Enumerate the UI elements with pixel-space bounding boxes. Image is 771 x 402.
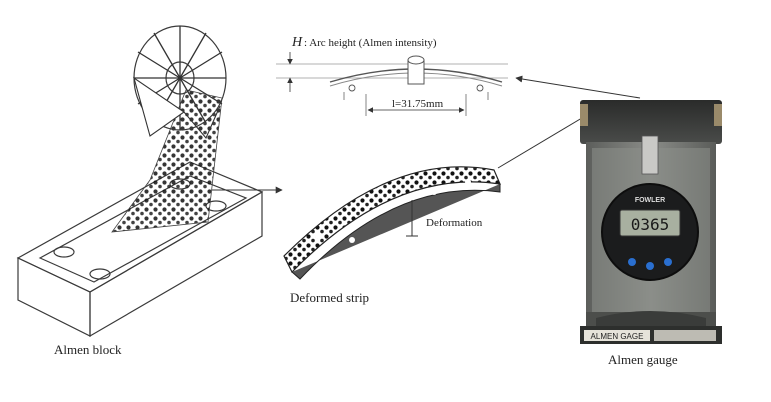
arc-height-label: : Arc height (Almen intensity)	[304, 37, 437, 49]
almen-gauge-label: Almen gauge	[608, 352, 678, 367]
almen-gauge: FOWLER 0365 ALMEN GAGE	[580, 100, 722, 344]
gauge-brand-label: FOWLER	[635, 197, 665, 204]
deformation-label: Deformation	[426, 217, 483, 229]
deformed-strip-label: Deformed strip	[290, 290, 369, 305]
arc-height-schematic: H : Arc height (Almen intensity) l=31.75…	[276, 35, 508, 116]
gauge-button-left	[628, 258, 636, 266]
gauge-display	[619, 209, 681, 237]
almen-block	[16, 161, 264, 338]
deformation-marker: Deformation	[406, 200, 483, 237]
length-label: l=31.75mm	[392, 98, 444, 110]
gauge-button-right	[664, 258, 672, 266]
arc-height-symbol: H	[291, 35, 303, 50]
arrow-strip-to-gauge	[497, 111, 593, 169]
gauge-reading: 0365	[631, 215, 670, 234]
deformed-strip	[283, 166, 501, 280]
shot-wheel	[133, 25, 227, 140]
arrow-gauge-to-schematic	[515, 75, 641, 99]
gauge-button-middle	[646, 262, 654, 270]
almen-block-label: Almen block	[54, 342, 122, 357]
gauge-plate-label: ALMEN GAGE	[591, 332, 644, 341]
